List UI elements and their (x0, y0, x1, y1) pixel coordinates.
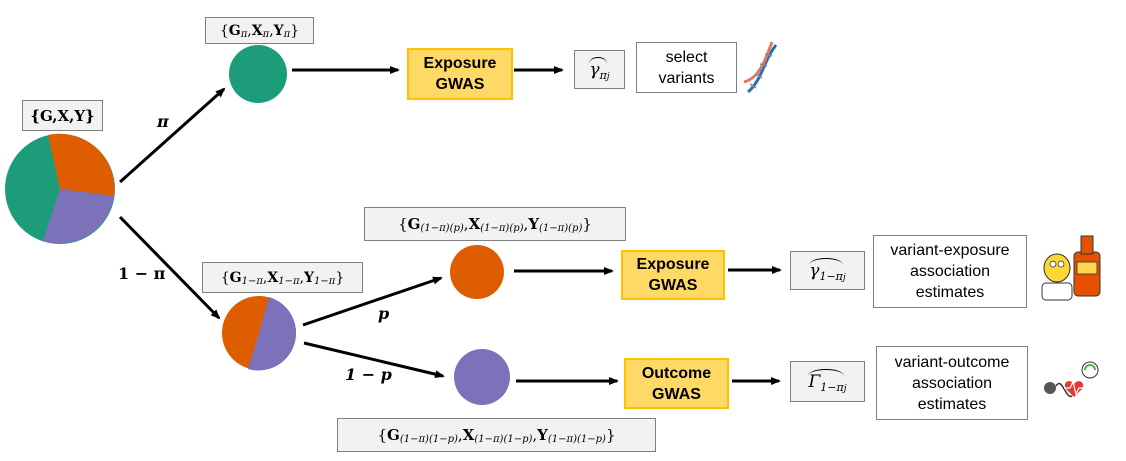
gwas-line2: GWAS (435, 76, 485, 93)
pi-split-label: π (157, 112, 169, 131)
one-minus-p-split-label: 1 − p (345, 365, 392, 384)
outcome-gwas-bottom: Outcome GWAS (624, 358, 729, 409)
note-line1: select (665, 48, 708, 66)
beer-character-icon (1041, 235, 1101, 301)
gwas-line2: GWAS (652, 385, 701, 403)
arrow-to-one-minus-pi (118, 215, 221, 320)
p-subset-label: {G(1−π)(p),X(1−π)(p),Y(1−π)(p)} (364, 207, 626, 241)
note-line3: estimates (917, 395, 987, 413)
dna-icon (743, 41, 778, 94)
remaining-sample-pie (222, 296, 296, 371)
note-line3: estimates (915, 284, 985, 301)
gwas-line2: GWAS (648, 277, 698, 294)
p-sample-circle (450, 245, 504, 299)
note-line2: association (909, 263, 991, 280)
note-line2: association (911, 374, 993, 392)
flow-arrows (118, 66, 782, 385)
variant-outcome-note: variant-outcome association estimates (876, 346, 1028, 420)
gwas-line1: Exposure (423, 55, 497, 72)
gwas-line1: Exposure (636, 256, 710, 273)
heart-monitor-icon (1044, 361, 1099, 398)
variant-exposure-note: variant-exposure association estimates (873, 235, 1027, 308)
one-minus-p-sample-circle (454, 349, 510, 405)
arrow-to-p (302, 276, 443, 327)
note-line1: variant-outcome (894, 353, 1010, 371)
one-minus-pi-split-label: 1 − π (118, 264, 166, 283)
exposure-gwas-top: Exposure GWAS (407, 48, 513, 100)
full-data-label: {G,X,Y} (22, 100, 103, 131)
note-line1: variant-exposure (890, 242, 1010, 259)
gwas-line1: Outcome (641, 364, 712, 382)
arrow-to-one-minus-p (303, 341, 445, 379)
p-split-label: p (378, 304, 390, 323)
full-sample-pie (5, 133, 115, 244)
one-minus-p-subset-label: {G(1−π)(1−p),X(1−π)(1−p),Y(1−π)(1−p)} (337, 418, 656, 452)
pi-sample-circle (229, 45, 287, 103)
exposure-gwas-mid: Exposure GWAS (621, 250, 725, 300)
select-variants-note: select variants (636, 42, 737, 93)
note-line2: variants (658, 69, 715, 87)
arrow-to-pi (119, 87, 226, 184)
